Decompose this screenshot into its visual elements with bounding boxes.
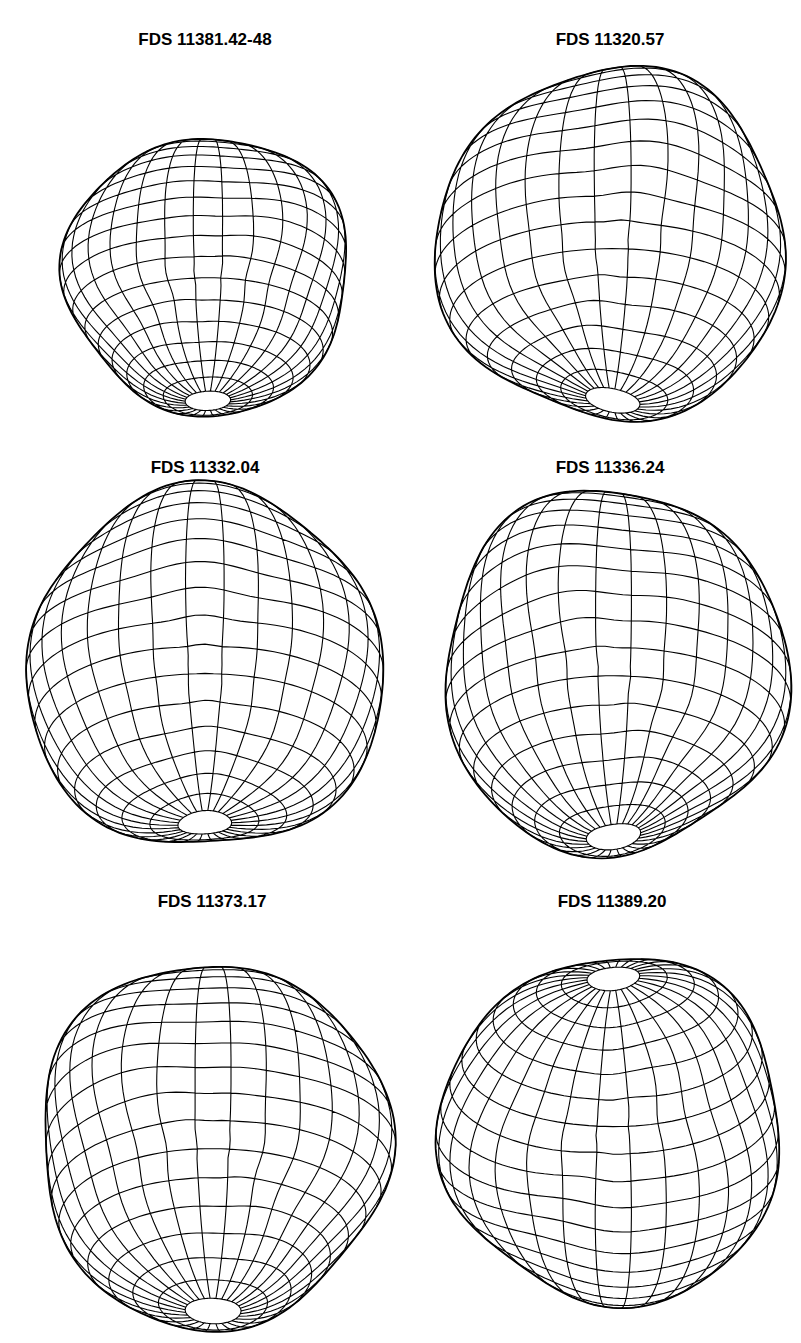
wireframe-grid (435, 66, 786, 422)
outline (436, 959, 780, 1308)
wireframe-grid (46, 967, 396, 1332)
frame-label: FDS 11320.57 (553, 30, 668, 50)
frame-label: FDS 11373.17 (155, 892, 270, 912)
outline (446, 491, 792, 859)
frame-label: FDS 11332.04 (148, 458, 263, 478)
outline (26, 480, 383, 842)
outline (59, 139, 346, 417)
wireframe-grid (436, 959, 779, 1308)
frame-label: FDS 11336.24 (553, 458, 668, 478)
frame-label: FDS 11389.20 (555, 892, 670, 912)
wireframe-grid (26, 480, 383, 842)
outline (46, 967, 396, 1332)
wireframe-grid (60, 139, 346, 417)
frame-label: FDS 11381.42-48 (135, 30, 274, 50)
wireframe-grid (446, 491, 792, 858)
outline (435, 66, 786, 422)
